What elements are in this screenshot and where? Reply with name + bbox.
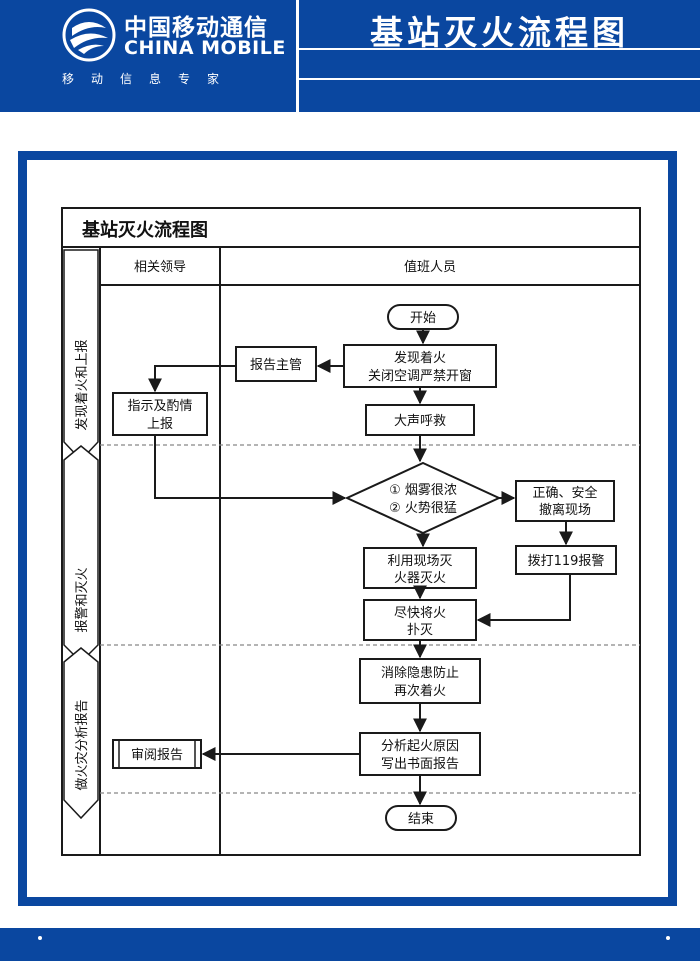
- node-review: [112, 739, 202, 769]
- node-instruct-line2: 上报: [147, 417, 173, 432]
- node-extinguisher-line2: 火器灭火: [394, 571, 446, 586]
- node-putout-line1: 尽快将火: [394, 606, 446, 621]
- edge: [148, 365, 236, 393]
- node-discover-line2: 关闭空调严禁开窗: [368, 368, 472, 384]
- page-title: 基站灭火流程图: [370, 13, 629, 52]
- edge: [154, 435, 347, 505]
- node-eliminate-line2: 再次着火: [394, 683, 446, 699]
- china-mobile-logo-icon: [62, 8, 116, 62]
- node-call119-label: 拨打119报警: [528, 553, 605, 569]
- lane-leader-label: 相关领导: [134, 260, 186, 275]
- node-review-label: 审阅报告: [131, 748, 183, 763]
- brand-name-en: CHINA MOBILE: [124, 37, 286, 59]
- lane-staff-label: 值班人员: [404, 259, 456, 275]
- header-divider: [296, 0, 299, 112]
- footer-bar: [0, 928, 700, 961]
- phase-chevron: [63, 249, 99, 462]
- node-evacuate-line2: 撤离现场: [539, 502, 591, 518]
- chart-title: 基站灭火流程图: [81, 219, 208, 241]
- node-report-supervisor-label: 报告主管: [250, 358, 302, 373]
- node-putout: [363, 599, 477, 641]
- phase-chevron: [63, 445, 99, 664]
- node-eliminate-line1: 消除隐患防止: [381, 665, 459, 681]
- brand-name-cn: 中国移动通信: [124, 15, 268, 41]
- header-rule: [299, 48, 700, 50]
- node-decision-line1: ① 烟雾很浓: [389, 483, 457, 498]
- edge: [476, 574, 571, 627]
- decorative-dot: [666, 936, 670, 940]
- header-rule: [299, 78, 700, 80]
- node-extinguisher: [363, 547, 477, 589]
- brand-slogan: 移动信息专家: [62, 72, 237, 86]
- node-analyze-line2: 写出书面报告: [381, 757, 459, 772]
- node-extinguisher-line1: 利用现场灭: [387, 554, 452, 569]
- node-eliminate: [359, 658, 481, 704]
- header-bar: 中国移动通信 CHINA MOBILE 移动信息专家 基站灭火流程图: [0, 0, 700, 112]
- node-call119: [515, 545, 617, 575]
- node-discover-line1: 发现着火: [394, 350, 446, 366]
- decorative-dot: [38, 936, 42, 940]
- node-instruct: [112, 392, 208, 436]
- node-decision-line2: ② 火势很猛: [389, 500, 457, 516]
- node-end: [385, 805, 457, 831]
- phase-label: 发现着火和上报: [74, 339, 90, 430]
- node-putout-line2: 扑灭: [407, 623, 433, 638]
- node-analyze-line1: 分析起火原因: [381, 739, 459, 754]
- phase-label: 做火灾分析报告: [74, 699, 90, 790]
- node-evacuate-line1: 正确、安全: [532, 485, 597, 501]
- connectors: [148, 329, 573, 806]
- node-shout-label: 大声呼救: [394, 413, 446, 429]
- phase-chevron: [63, 647, 99, 820]
- node-start-label: 开始: [410, 311, 436, 326]
- node-end-label: 结束: [408, 812, 434, 827]
- node-evacuate: [515, 480, 615, 522]
- node-report-supervisor: [235, 346, 317, 382]
- node-analyze: [359, 732, 481, 776]
- node-instruct-line1: 指示及酌情: [127, 399, 192, 414]
- phase-label: 报警和灭火: [74, 567, 90, 632]
